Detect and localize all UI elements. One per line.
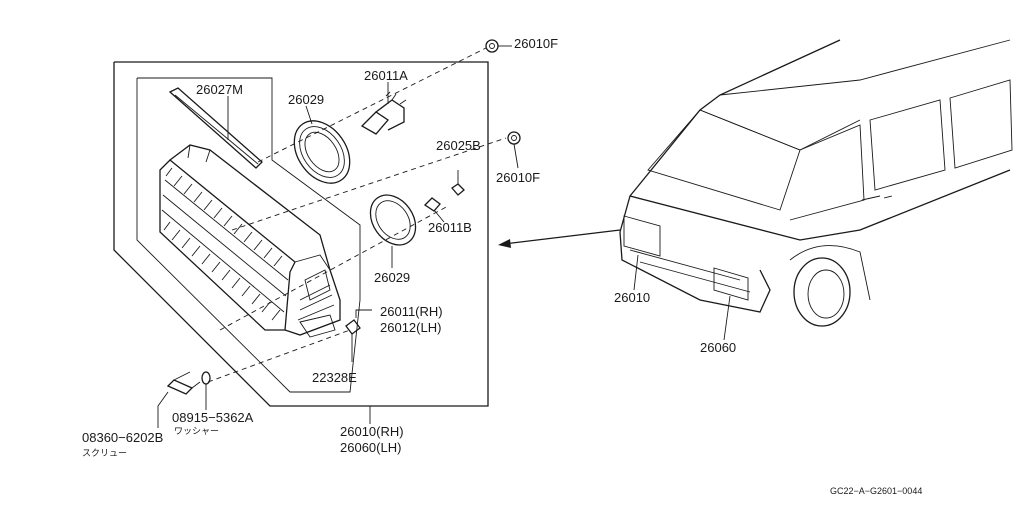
- label-26025b: 26025B: [436, 138, 481, 153]
- lens-hatching: [163, 167, 283, 321]
- retaining-ring-lower-part: [369, 194, 417, 246]
- label-26027m: 26027M: [196, 82, 243, 97]
- label-08360-6202b: 08360−6202B: [82, 430, 163, 445]
- leader-lines: [157, 45, 519, 428]
- bulb-small-part: [423, 197, 441, 212]
- label-washer-jp: ワッシャー: [174, 426, 219, 436]
- clip-part: [345, 319, 361, 335]
- diagram-reference-code: GC22−A−G2601−0044: [830, 486, 922, 496]
- socket-part: [451, 170, 465, 196]
- label-08915-5362a: 08915−5362A: [172, 410, 254, 425]
- assembly-lines: [207, 47, 507, 383]
- label-26010f-top: 26010F: [514, 36, 558, 51]
- label-26010-van: 26010: [614, 290, 650, 305]
- label-26012-lh: 26012(LH): [380, 320, 441, 335]
- van-illustration: [619, 39, 1013, 341]
- retaining-ring-upper-part: [293, 120, 351, 184]
- callout-arrow: [498, 229, 621, 248]
- label-26010f-mid: 26010F: [496, 170, 540, 185]
- assembly-frame: [113, 61, 489, 407]
- label-26029-top: 26029: [288, 92, 324, 107]
- label-26060-lh: 26060(LH): [340, 440, 401, 455]
- label-26011b: 26011B: [428, 220, 472, 235]
- label-26011-rh: 26011(RH): [380, 304, 443, 319]
- headlamp-housing-part: [159, 144, 341, 338]
- screw-part: [166, 371, 201, 395]
- label-26029-bot: 26029: [374, 270, 410, 285]
- label-26060-van: 26060: [700, 340, 736, 355]
- label-22328e: 22328E: [312, 370, 357, 385]
- grommet-top-part: [485, 39, 499, 53]
- label-26011a: 26011A: [364, 68, 408, 83]
- bulb-main-part: [360, 91, 407, 135]
- seal-strip-part: [168, 87, 263, 169]
- washer-part: [201, 371, 211, 385]
- label-26010-rh: 26010(RH): [340, 424, 404, 439]
- label-screw-jp: スクリュー: [82, 448, 127, 458]
- grommet-mid-part: [507, 131, 521, 145]
